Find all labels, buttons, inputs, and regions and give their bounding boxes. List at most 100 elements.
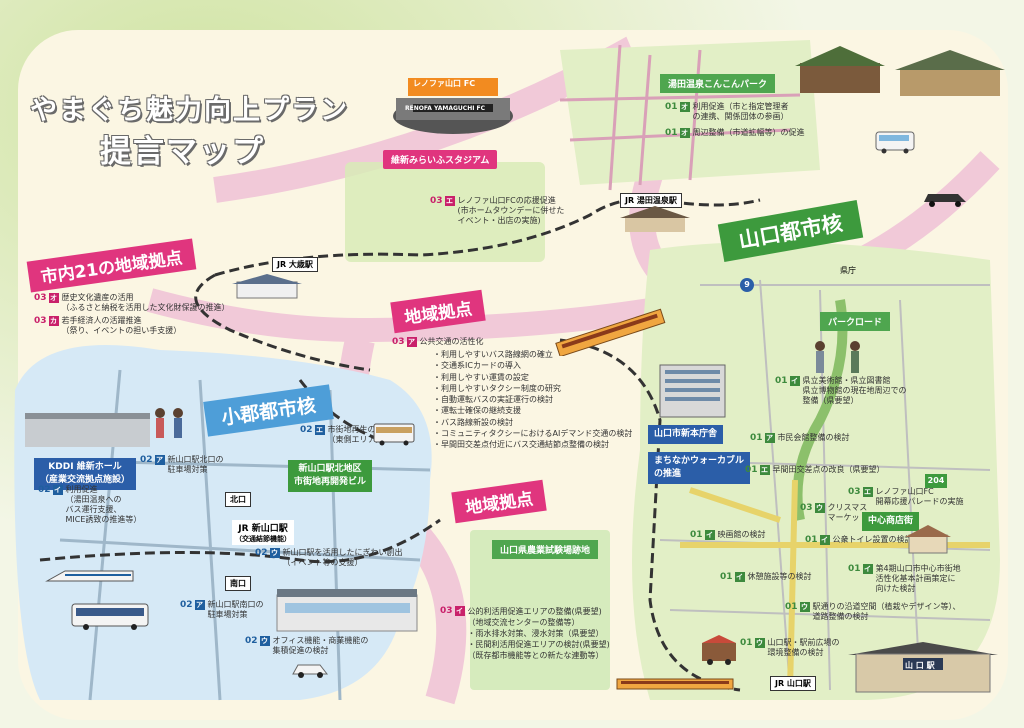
city-hall-label: 山口市新本庁舎 [648, 425, 724, 444]
south-exit-label: 南口 [225, 576, 251, 591]
white-car-icon [292, 664, 329, 678]
stadium-illustration [388, 58, 518, 138]
shichu-item-b: 03 カ 若手経済人の活躍推進 （祭り、イベントの担い手支援） [34, 316, 181, 336]
title-line2: 提言マップ [100, 134, 265, 170]
item-text: 公衆トイレ設置の検討 [832, 535, 913, 544]
item-num: 01 [740, 638, 753, 648]
north-exit-label: 北口 [225, 492, 251, 507]
yuda-park-label: 湯田温泉こんこんパーク [660, 74, 776, 93]
ogori-item-b: 02 ア 新山口駅北口の 駐車場対策 [140, 455, 224, 475]
park-road-label: パークロード [820, 312, 891, 331]
item-text: 早間田交差点の改良（県要望） [772, 465, 885, 474]
item-num: 02 [255, 548, 268, 558]
item-text: 市街地再生の検討 （東側エリア） [327, 425, 392, 444]
yamaguchi-station-sign: 山 口 駅 [905, 661, 935, 670]
transit-list: ・利用しやすいバス路線網の確立 ・交通系ICカードの導入 ・利用しやすい運賃の設… [433, 349, 632, 451]
yama-item-h: 01 イ 第4期山口市中心市街地 活性化基本計画策定に 向けた検討 [848, 564, 961, 594]
item-num: 03 [430, 196, 443, 206]
stadium-board: RENOFA YAMAGUCHI FC [405, 105, 486, 112]
item-num: 01 [690, 530, 703, 540]
item-letter: ウ [754, 638, 765, 648]
yama-item-f: 01 イ 映画館の検討 [690, 530, 766, 540]
item-num: 03 [392, 337, 405, 347]
item-text: 新山口駅南口の 駐車場対策 [207, 600, 264, 619]
kencho-label: 県庁 [840, 266, 856, 275]
food-truck-icon [702, 635, 736, 665]
people-icon [155, 408, 183, 438]
stadium-icon [393, 78, 513, 134]
item-text: 利用促進（市と指定管理者 の連携、関係団体の参画） [692, 102, 789, 121]
stadium-item: 03 エ レノファ山口FCの応援促進 (市ホームタウンデーに併せた イベント・出… [430, 196, 564, 226]
item-letter: ウ [799, 602, 810, 612]
item-text: 利用促進 （湯田温泉への バス運行支援、 MICE誘致の推進等） [65, 485, 142, 524]
item-letter: ア [194, 600, 205, 610]
yuda-station-building-icon [620, 206, 690, 232]
ootoshi-station-building-icon [232, 274, 302, 299]
car-icon [924, 194, 966, 207]
transit-list-item: ・自動運転バスの実証運行の検討 [433, 395, 553, 405]
yuda-item-b: 01 オ 周辺整備（市道拡幅等）の促進 [665, 128, 805, 138]
yama-item-e: 03 ウ クリスマス マーケットの実施 [800, 503, 892, 523]
stadium-sign: レノファ山口 FC [413, 79, 476, 88]
item-letter: オ [48, 293, 59, 303]
shinyamaguchi-north-label: 新山口駅北地区 市街地再開発ビル [288, 460, 373, 492]
item-letter: イ [862, 564, 873, 574]
yama-item-d: 03 エ レノファ山口FC 開幕応援パレードの実施 [848, 487, 964, 507]
yama-item-c: 01 エ 早間田交差点の改良（県要望） [745, 465, 885, 475]
item-letter: エ [444, 196, 455, 206]
shop-icon [905, 525, 951, 554]
yama-item-a: 01 イ 県立美術館・県立図書館 県立博物館の現在地周辺での 整備（県要望） [775, 376, 907, 406]
item-text: 休憩施設等の検討 [747, 572, 812, 581]
item-text: 新山口駅を活用したにぎわい創出 （イベント等の支援） [282, 548, 403, 567]
item-num: 02 [300, 425, 313, 435]
item-num: 02 [180, 600, 193, 610]
shichu-item-a: 03 オ 歴史文化遺産の活用 （ふるさと納税を活用した文化財保護の推進） [34, 293, 230, 313]
railways [39, 197, 761, 692]
item-letter: ア [406, 337, 417, 347]
bus-icon [875, 131, 915, 154]
item-num: 03 [848, 487, 861, 497]
yama-item-b: 01 ア 市民会館整備の検討 [750, 433, 850, 443]
item-text: 県立美術館・県立図書館 県立博物館の現在地周辺での 整備（県要望） [802, 376, 907, 405]
chiiki-main-item: 03 ア 公共交通の活性化 [392, 337, 484, 347]
item-letter: イ [454, 606, 465, 616]
stadium-label: 維新みらいふスタジアム [383, 150, 498, 169]
yamaguchi-station-building-icon [848, 642, 998, 693]
item-text: 歴史文化遺産の活用 （ふるさと納税を活用した文化財保護の推進） [61, 293, 230, 312]
item-text: 若手経済人の活躍推進 （祭り、イベントの担い手支援） [61, 316, 182, 335]
train-yamaguchi-icon [616, 678, 734, 690]
route-9-badge: 9 [740, 278, 754, 292]
item-num: 01 [805, 535, 818, 545]
kddi-hall-building-icon [25, 413, 150, 447]
item-num: 01 [848, 564, 861, 574]
item-letter: イ [819, 535, 830, 545]
item-num: 01 [720, 572, 733, 582]
item-num: 02 [140, 455, 153, 465]
ogori-item-e: 02 ア 新山口駅南口の 駐車場対策 [180, 600, 264, 620]
item-num: 01 [745, 465, 758, 475]
item-text: クリスマス マーケットの実施 [827, 503, 892, 522]
item-num: 03 [34, 316, 47, 326]
route-204-badge: 204 [925, 474, 947, 488]
item-num: 01 [665, 128, 678, 138]
kddi-hall-name: KDDI 維新ホール [48, 462, 122, 472]
chuo-label: 中心商店街 [862, 512, 920, 531]
item-text: 山口駅・駅前広場の 環境整備の検討 [767, 638, 840, 657]
ogori-item-c: 02 イ 利用促進 （湯田温泉への バス運行支援、 MICE誘致の推進等） [38, 485, 141, 525]
yama-item-i: 01 イ 休憩施設等の検討 [720, 572, 812, 582]
item-text: 映画館の検討 [717, 530, 766, 539]
yama-item-j: 01 ウ 駅通りの沿道空間（植栽やデザイン等）、 道路整備の検討 [785, 602, 961, 622]
transit-list-item: ・運転士確保の継続支援 [433, 406, 521, 416]
jr-shinyamaguchi-label: JR 新山口駅 （交通結節機能） [232, 520, 294, 545]
item-letter: ア [764, 433, 775, 443]
item-letter: エ [759, 465, 770, 475]
item-letter: イ [704, 530, 715, 540]
machinaka-label: まちなかウォーカブル の推進 [648, 452, 751, 484]
item-letter: イ [734, 572, 745, 582]
ogori-item-d: 02 ウ 新山口駅を活用したにぎわい創出 （イベント等の支援） [255, 548, 403, 568]
ogori-item-f: 02 ウ オフィス機能・商業機能の 集積促進の検討 [245, 636, 368, 656]
item-letter: エ [862, 487, 873, 497]
item-letter: エ [314, 425, 325, 435]
item-num: 02 [38, 485, 51, 495]
transit-list-item: ・利用しやすい運賃の設定 [433, 372, 529, 382]
